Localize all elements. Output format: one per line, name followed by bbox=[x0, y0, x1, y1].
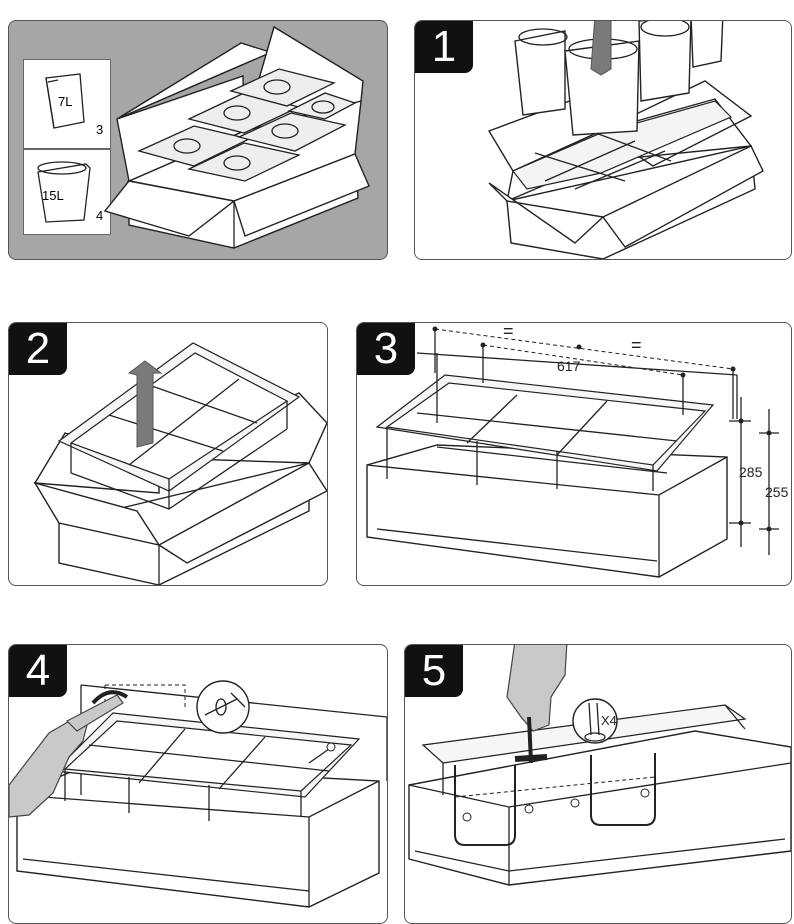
gloved-hand-with-screwdriver bbox=[9, 690, 129, 818]
contents-panel: 7L 3 15L 4 bbox=[8, 20, 388, 260]
screws-row bbox=[462, 788, 650, 822]
gloved-hand-with-screwdriver bbox=[506, 645, 568, 764]
bin-15l-label: 15L bbox=[42, 188, 64, 203]
step-4-illustration bbox=[9, 680, 387, 908]
equal-mark-right: = bbox=[631, 335, 642, 355]
screw-detail-callout bbox=[572, 698, 618, 744]
step-2-panel: 2 bbox=[8, 322, 328, 586]
dimension-height-outer-label: 285 bbox=[739, 464, 763, 480]
step-1-panel: 1 bbox=[414, 20, 792, 260]
bin-7l-icon bbox=[45, 73, 85, 129]
bin-15l-icon bbox=[37, 161, 91, 223]
bin-7l-label: 7L bbox=[58, 94, 73, 109]
dimension-height-inner-label: 255 bbox=[765, 484, 789, 500]
lift-up-arrow bbox=[127, 360, 163, 448]
lifted-bins bbox=[514, 21, 724, 136]
screw-detail-callout bbox=[196, 680, 250, 734]
step-3-illustration: = = 617 285 255 bbox=[366, 322, 789, 578]
dimension-lines bbox=[432, 326, 779, 555]
step-2-badge: 2 bbox=[9, 323, 67, 375]
bin-15l-quantity: 4 bbox=[96, 208, 104, 223]
step-5-badge: 5 bbox=[405, 645, 463, 697]
step-3-badge: 3 bbox=[357, 323, 415, 375]
packed-bin-lids bbox=[137, 68, 357, 182]
step-3-panel: 3 = = 617 285 255 bbox=[356, 322, 792, 586]
step-5-panel: 5 X4 bbox=[404, 644, 792, 924]
bin-7l-quantity: 3 bbox=[96, 122, 104, 137]
packaged-box-illustration bbox=[103, 25, 370, 249]
step-4-badge: 4 bbox=[9, 645, 67, 697]
dimension-width-label: 617 bbox=[557, 358, 581, 374]
equal-mark-left: = bbox=[503, 322, 514, 341]
step-1-illustration bbox=[487, 21, 764, 259]
step-4-panel: 4 bbox=[8, 644, 388, 924]
step-1-badge: 1 bbox=[415, 21, 473, 73]
support-brackets bbox=[454, 753, 656, 846]
bin-7l-card: 7L 3 bbox=[23, 59, 111, 149]
bin-15l-card: 15L 4 bbox=[23, 149, 111, 235]
step-5-illustration: X4 bbox=[408, 645, 791, 886]
screw-count-label: X4 bbox=[601, 713, 617, 728]
screw bbox=[308, 742, 336, 764]
step-2-illustration bbox=[33, 342, 327, 585]
lift-up-arrow bbox=[590, 21, 612, 76]
